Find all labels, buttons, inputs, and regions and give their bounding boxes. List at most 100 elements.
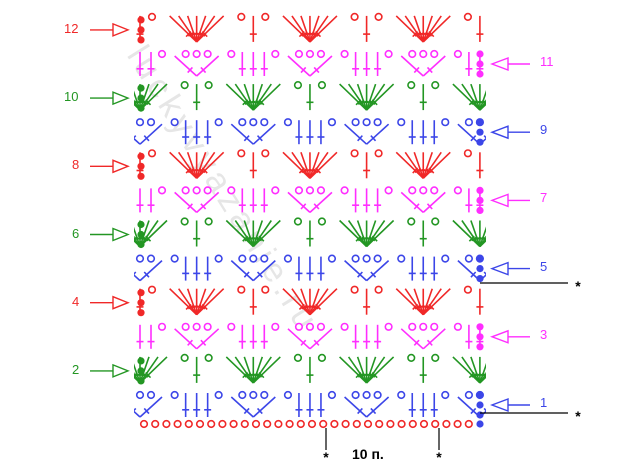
dc-crossbar bbox=[313, 203, 320, 210]
dc-stem bbox=[593, 221, 620, 247]
chain-stitch bbox=[419, 419, 429, 429]
double-crochet-stitch bbox=[479, 372, 486, 384]
double-crochet-stitch bbox=[27, 357, 54, 383]
double-crochet-stitch bbox=[465, 188, 473, 213]
chain-stitch bbox=[545, 82, 552, 89]
chain-stitch bbox=[408, 419, 417, 429]
dc-stem bbox=[195, 288, 216, 316]
double-crochet-stitch bbox=[590, 325, 597, 349]
dc-crossbar bbox=[134, 372, 135, 375]
double-crochet-stitch bbox=[575, 84, 593, 110]
chain-stitch bbox=[181, 322, 190, 331]
double-crochet-stitch bbox=[56, 152, 83, 178]
dc-stem bbox=[134, 236, 141, 247]
dc-stem bbox=[470, 220, 481, 247]
dc-crossbar bbox=[357, 135, 363, 142]
dc-stem bbox=[339, 219, 368, 248]
dc-crossbar bbox=[528, 305, 534, 309]
double-crochet-stitch bbox=[479, 135, 486, 145]
dc-stem bbox=[515, 329, 537, 349]
v-shell bbox=[230, 390, 276, 418]
double-crochet-stitch bbox=[249, 15, 257, 42]
double-crochet-stitch bbox=[422, 191, 446, 213]
dc-stem bbox=[339, 356, 368, 384]
chain-stitch bbox=[146, 254, 156, 263]
slip-stitch-dot bbox=[137, 26, 145, 34]
dc-stem bbox=[169, 15, 198, 43]
dc-crossbar bbox=[134, 135, 137, 139]
dc-crossbar bbox=[200, 203, 207, 210]
dc-stem bbox=[27, 261, 49, 281]
chain-stitch bbox=[499, 324, 506, 331]
double-crochet-stitch bbox=[174, 55, 198, 77]
chain-stitch bbox=[340, 49, 349, 59]
double-crochet-stitch bbox=[0, 221, 27, 247]
v-shell bbox=[400, 322, 446, 350]
double-crochet-stitch bbox=[575, 221, 593, 247]
double-crochet-stitch bbox=[252, 220, 272, 247]
chain-stitch bbox=[489, 286, 496, 293]
double-crochet-stitch bbox=[295, 393, 303, 417]
double-crochet-stitch bbox=[366, 356, 395, 384]
double-crochet-stitch bbox=[344, 123, 368, 145]
double-crochet-stitch bbox=[252, 83, 272, 111]
dc-stem bbox=[186, 15, 198, 43]
double-crochet-stitch bbox=[234, 220, 254, 247]
dc-crossbar bbox=[145, 99, 152, 106]
dc-group bbox=[227, 186, 280, 213]
dc-crossbar bbox=[187, 66, 193, 74]
double-crochet-stitch bbox=[366, 123, 390, 145]
chain-stitch bbox=[430, 186, 439, 195]
dc-stem bbox=[134, 100, 141, 111]
slip-stitch-dot bbox=[476, 70, 484, 78]
dc-stem bbox=[479, 236, 486, 247]
double-crochet-stitch bbox=[601, 325, 608, 349]
double-crochet-stitch bbox=[593, 84, 603, 110]
double-crochet-stitch bbox=[515, 192, 537, 212]
dc-stem bbox=[139, 356, 168, 384]
dc-stem bbox=[515, 56, 537, 76]
double-crochet-stitch bbox=[537, 289, 564, 315]
dc-crossbar bbox=[426, 203, 433, 210]
dc-crossbar bbox=[528, 67, 533, 72]
chain-stitch bbox=[261, 12, 270, 21]
double-crochet-stitch bbox=[139, 396, 163, 418]
dc-stem bbox=[83, 289, 110, 315]
chain-stitch bbox=[441, 254, 450, 263]
double-crochet-stitch bbox=[352, 324, 360, 349]
dc-crossbar bbox=[134, 235, 135, 238]
v-shell bbox=[174, 49, 220, 77]
chain-stitch bbox=[125, 150, 132, 157]
chain-stitch bbox=[294, 49, 304, 59]
double-crochet-stitch bbox=[287, 191, 311, 213]
chain-stitch bbox=[386, 419, 395, 429]
dc-stem bbox=[252, 220, 272, 247]
dc-stem bbox=[56, 289, 83, 315]
dc-stem bbox=[515, 192, 537, 212]
chain-stitch bbox=[533, 51, 540, 58]
dc-stem bbox=[134, 372, 141, 384]
double-crochet-stitch bbox=[83, 152, 101, 178]
dc-stem bbox=[196, 15, 225, 43]
chain-stitch bbox=[218, 419, 227, 429]
row-label-5: 5 bbox=[540, 258, 548, 274]
slip-stitch-dot bbox=[137, 94, 145, 102]
chain-stitch bbox=[488, 392, 495, 399]
dc-stem bbox=[309, 151, 338, 179]
double-crochet-stitch bbox=[147, 324, 155, 349]
chain-stitch bbox=[102, 119, 109, 126]
chain-stitch bbox=[545, 218, 552, 225]
double-crochet-stitch bbox=[479, 236, 486, 247]
row-arrow-9 bbox=[490, 125, 530, 140]
dc-crossbar bbox=[315, 167, 322, 174]
double-crochet-stitch bbox=[182, 120, 190, 145]
chain-stitch bbox=[442, 419, 451, 429]
chain-stitch bbox=[489, 14, 496, 21]
chain-stitch bbox=[499, 187, 506, 194]
dc-stem bbox=[174, 55, 198, 77]
double-crochet-stitch bbox=[537, 289, 555, 315]
double-crochet-stitch bbox=[80, 84, 87, 110]
dc-crossbar bbox=[201, 303, 208, 310]
double-crochet-stitch bbox=[363, 152, 371, 179]
